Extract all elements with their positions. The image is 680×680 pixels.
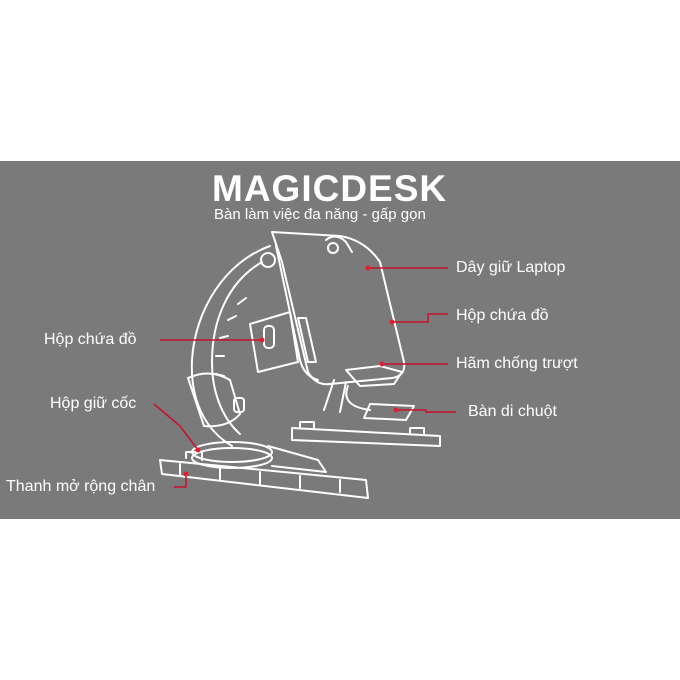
extension-rail-foot bbox=[185, 451, 203, 461]
storage-box-slot bbox=[263, 325, 275, 349]
extension-rail-ribs bbox=[179, 463, 341, 493]
cup-holder bbox=[187, 372, 241, 428]
leader-dot-ban-di-chuot bbox=[393, 407, 399, 413]
extension-rail bbox=[159, 459, 369, 499]
tray-slot-side bbox=[297, 317, 317, 363]
right-base-rail bbox=[291, 427, 441, 447]
leader-hop-chua-do-right bbox=[392, 313, 448, 323]
leader-dot-hop-giu-coc bbox=[195, 447, 201, 453]
anti-slip-latch bbox=[345, 365, 403, 387]
label-hop-chua-do-left: Hộp chứa đồ bbox=[44, 331, 137, 348]
right-base-rail-feet bbox=[299, 421, 425, 435]
base-arm bbox=[267, 445, 327, 473]
label-ban-di-chuot: Bàn di chuột bbox=[468, 403, 557, 420]
leader-dot-hop-chua-do-left bbox=[259, 337, 265, 343]
label-hop-chua-do-right: Hộp chứa đồ bbox=[456, 307, 549, 324]
mouse-pad bbox=[363, 403, 415, 421]
product-subtitle: Bàn làm việc đa năng - gấp gọn bbox=[214, 206, 426, 223]
base-disc-lower bbox=[191, 447, 273, 469]
mouse-pad-arm bbox=[345, 385, 371, 411]
label-day-giu-laptop: Dây giữ Laptop bbox=[456, 259, 566, 276]
arc-frame-hinges bbox=[215, 297, 247, 377]
leader-dot-ham-chong-truot bbox=[379, 361, 385, 367]
arc-frame bbox=[190, 245, 271, 447]
arc-frame-inner bbox=[211, 261, 263, 435]
laptop-tray bbox=[271, 231, 406, 386]
product-title: MAGICDESK bbox=[212, 168, 448, 209]
diagram-panel bbox=[0, 161, 680, 519]
laptop-tray-lip bbox=[275, 245, 319, 381]
label-thanh-mo-rong-chan: Thanh mở rộng chân bbox=[6, 478, 156, 495]
strap-buckle bbox=[327, 242, 339, 254]
cup-holder-clip bbox=[233, 397, 245, 413]
arc-knob bbox=[260, 252, 276, 268]
storage-box-left bbox=[249, 311, 299, 373]
label-ham-chong-truot: Hãm chống trượt bbox=[456, 355, 578, 372]
label-hop-giu-coc: Hộp giữ cốc bbox=[50, 395, 137, 412]
leader-dot-thanh-mo-rong-chan bbox=[183, 471, 189, 477]
tray-support bbox=[323, 379, 347, 413]
leader-dot-hop-chua-do-right bbox=[389, 319, 395, 325]
leader-dot-day-giu-laptop bbox=[365, 265, 371, 271]
laptop-strap bbox=[325, 235, 353, 253]
leader-ban-di-chuot bbox=[396, 409, 456, 413]
leader-thanh-mo-rong-chan bbox=[174, 474, 187, 488]
leader-hop-giu-coc bbox=[153, 403, 199, 451]
